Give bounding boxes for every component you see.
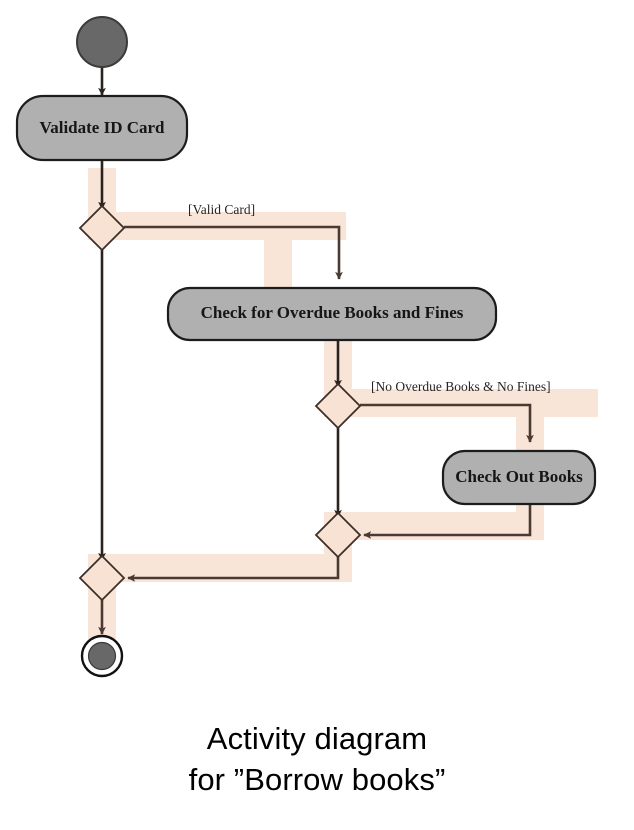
action-check-overdue[interactable]: Check for Overdue Books and Fines [166, 286, 498, 342]
action-label: Check Out Books [455, 467, 583, 486]
caption-line-1: Activity diagram [206, 721, 428, 756]
edge-decision2-to-checkout [360, 403, 534, 443]
merge-shape [78, 554, 126, 602]
action-shape [166, 286, 498, 342]
merge-shape [314, 511, 362, 559]
activity-diagram-svg: Validate ID Card [Valid Card] Check for … [15, 16, 598, 678]
edge-mergeinner-to-mergeouter [127, 557, 340, 582]
action-label: Check for Overdue Books and Fines [201, 303, 464, 322]
decision-no-overdue[interactable] [314, 382, 362, 430]
diagram-caption: Activity diagram for ”Borrow books” [0, 718, 634, 800]
action-shape [441, 449, 597, 506]
decision-shape [78, 204, 126, 252]
action-label: Validate ID Card [40, 118, 166, 137]
action-validate-id-card[interactable]: Validate ID Card [15, 94, 189, 162]
merge-node-outer[interactable] [78, 554, 126, 602]
highlight-band [324, 389, 598, 417]
final-node-core [87, 641, 117, 671]
guard-label-valid-card: [Valid Card] [188, 202, 255, 217]
flow-edges [98, 66, 534, 635]
edge-decision1-to-checkoverdue [124, 225, 343, 280]
action-check-out-books[interactable]: Check Out Books [441, 449, 597, 506]
initial-node [76, 16, 128, 68]
action-shape [15, 94, 189, 162]
guard-label-no-overdue: [No Overdue Books & No Fines] [371, 379, 551, 394]
decision-shape [314, 382, 362, 430]
highlight-band [264, 212, 292, 294]
edge-checkout-to-mergeinner [363, 504, 532, 539]
merge-node-inner[interactable] [314, 511, 362, 559]
decision-valid-card[interactable] [78, 204, 126, 252]
final-node [80, 634, 124, 678]
caption-line-2: for ”Borrow books” [188, 762, 446, 797]
